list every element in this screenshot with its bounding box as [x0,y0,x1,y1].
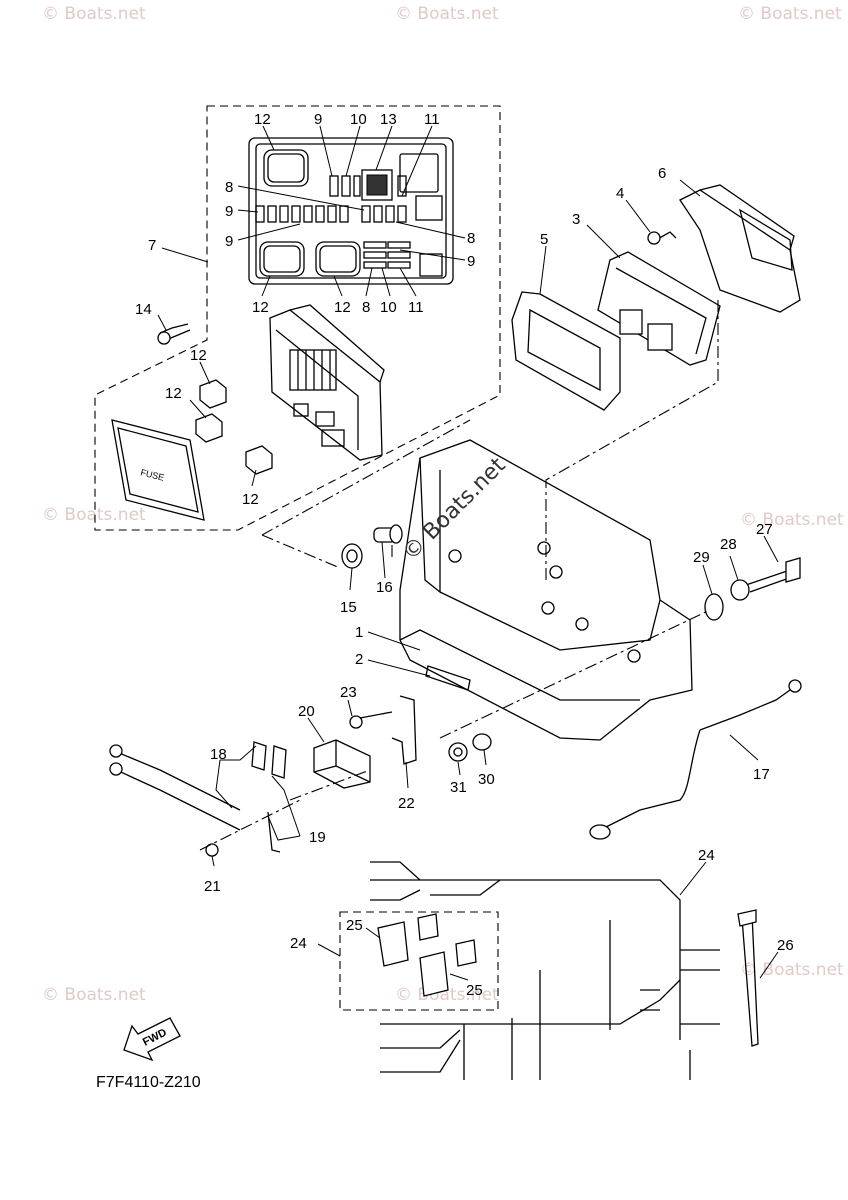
callout-24: 24 [698,847,715,864]
callout-11: 11 [408,299,424,316]
ecu-bracket-group [511,184,801,411]
callout-9: 9 [314,111,322,128]
watermark-top-middle: © Boats.net [395,4,499,24]
harness-17-group [589,679,802,840]
callout-12: 12 [190,347,207,364]
fuse-box-detail-group [94,105,501,531]
callout-22: 22 [398,795,415,812]
callout-25: 25 [466,982,483,999]
callout-3: 3 [572,211,580,228]
nut-washer-group [448,733,492,762]
callout-24: 24 [290,935,307,952]
callout-30: 30 [478,771,495,788]
relay-bracket-group [313,695,417,789]
watermark-top-left: © Boats.net [42,4,146,24]
callout-4: 4 [616,185,624,202]
callout-16: 16 [376,579,393,596]
callout-12: 12 [254,111,271,128]
callout-29: 29 [693,549,710,566]
callout-12: 12 [334,299,351,316]
callout-9: 9 [225,233,233,250]
callout-15: 15 [340,599,357,616]
callout-18: 18 [210,746,227,763]
guide-lines [199,300,719,851]
callout-8: 8 [225,179,233,196]
main-harness-group [339,861,720,1080]
watermark-top-right: © Boats.net [738,4,842,24]
callout-20: 20 [298,703,315,720]
callout-9: 9 [467,253,475,270]
callout-7: 7 [148,237,156,254]
bolt-washer-group [704,557,801,621]
callout-31: 31 [450,779,467,796]
fwd-arrow-icon: FWD [123,1017,181,1062]
callout-28: 28 [720,536,737,553]
watermark-mid-right: © Boats.net [740,510,844,530]
watermark-mid-left: © Boats.net [42,505,146,525]
callout-21: 21 [204,878,221,895]
callout-6: 6 [658,165,666,182]
callout-27: 27 [756,521,773,538]
callout-9: 9 [225,203,233,220]
callout-14: 14 [135,301,152,318]
callout-12: 12 [165,385,182,402]
diagram-code: F7F4110-Z210 [96,1074,201,1091]
callout-1: 1 [355,624,363,641]
watermark-bottom-middle: © Boats.net [395,985,499,1005]
callout-17: 17 [753,766,770,783]
grommet-group [341,524,403,569]
callout-labels: 12 9 10 13 11 8 9 9 7 8 9 12 12 8 10 11 … [135,111,794,999]
callout-11: 11 [424,111,440,128]
watermark-bottom-left: © Boats.net [42,985,146,1005]
callout-2: 2 [355,651,363,668]
callout-10: 10 [350,111,367,128]
cable-tie-group [737,909,759,1047]
callout-23: 23 [340,684,357,701]
callout-8: 8 [362,299,370,316]
leader-lines [157,125,779,981]
callout-26: 26 [777,937,794,954]
callout-5: 5 [540,231,548,248]
callout-13: 13 [380,111,397,128]
callout-10: 10 [380,299,397,316]
main-tray-group [399,439,693,741]
watermark-bottom-right: © Boats.net [740,960,844,980]
callout-8: 8 [467,230,475,247]
callout-12: 12 [242,491,259,508]
callout-12: 12 [252,299,269,316]
battery-cable-group [109,741,287,857]
fuse-cover-label: FUSE [140,467,166,483]
callout-25: 25 [346,917,363,934]
callout-19: 19 [309,829,326,846]
